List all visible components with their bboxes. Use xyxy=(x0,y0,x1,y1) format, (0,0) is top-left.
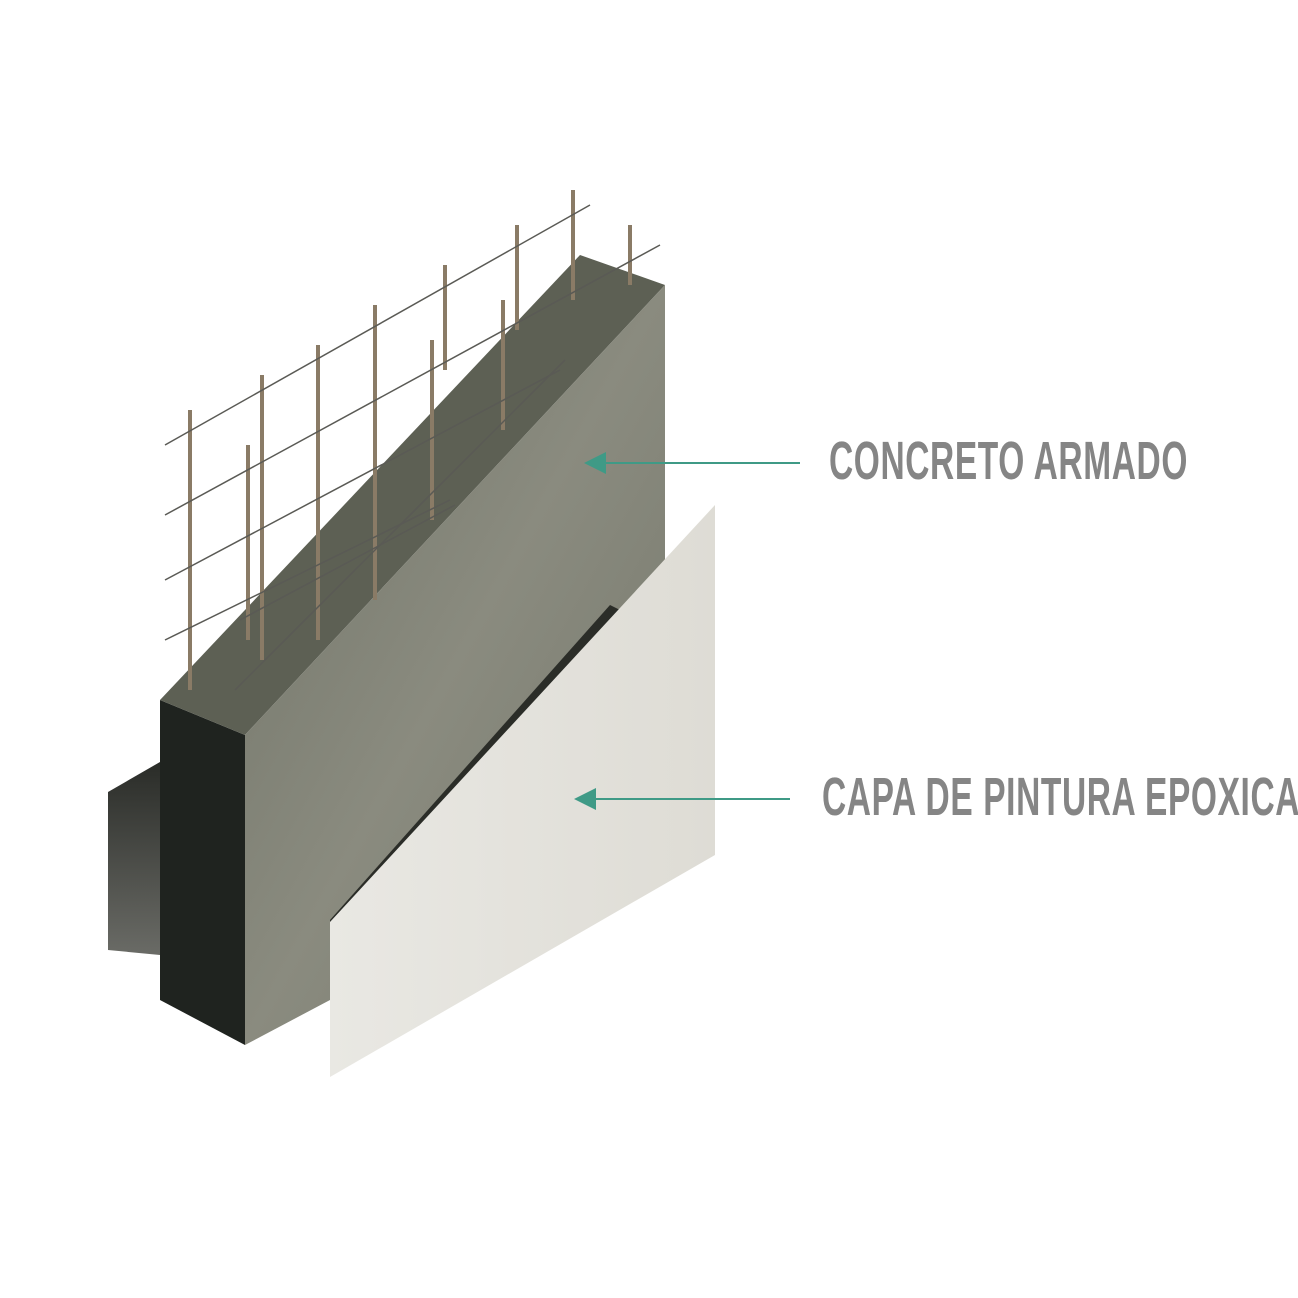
wall-top-face xyxy=(160,255,665,735)
epoxy-panel xyxy=(330,505,715,1077)
arrow-epoxy xyxy=(574,788,790,810)
wall-front-face xyxy=(245,285,665,1045)
rebar-wires xyxy=(164,204,661,691)
label-concreto-armado: CONCRETO ARMADO xyxy=(829,431,1188,491)
arrowhead-icon xyxy=(584,452,606,474)
arrow-concrete xyxy=(584,452,800,474)
arrowhead-icon xyxy=(574,788,596,810)
back-sheet xyxy=(108,762,160,955)
label-capa-pintura-epoxica: CAPA DE PINTURA EPOXICA xyxy=(822,767,1298,827)
wall-side-face xyxy=(160,700,245,1045)
rebar-cage xyxy=(188,190,632,690)
